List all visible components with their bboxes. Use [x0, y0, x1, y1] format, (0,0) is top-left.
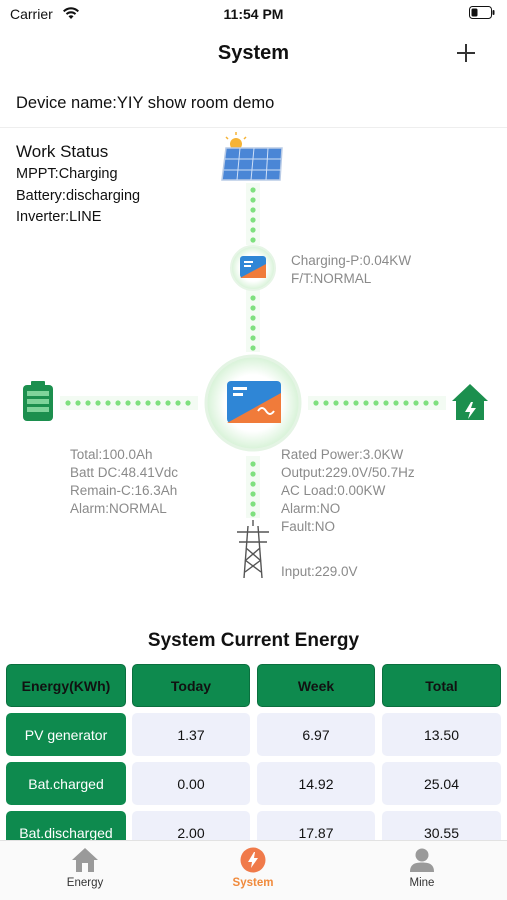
tab-system-label: System: [232, 877, 274, 889]
work-status-title: Work Status: [16, 142, 109, 161]
charging-power: Charging-P:0.04KW: [291, 253, 412, 268]
bolt-icon: [240, 847, 266, 873]
grid-input: Input:229.0V: [281, 564, 358, 579]
tab-energy-label: Energy: [66, 877, 104, 889]
inverter-alarm: Alarm:NO: [281, 501, 341, 516]
row-week: 6.97: [257, 713, 375, 756]
energy-section-title: System Current Energy: [147, 630, 360, 651]
charger-ft: F/T:NORMAL: [291, 271, 372, 286]
battery-total: Total:100.0Ah: [70, 447, 153, 462]
flow-line-load: [308, 396, 446, 410]
battery-alarm: Alarm:NORMAL: [70, 501, 167, 516]
battery-remain: Remain-C:16.3Ah: [70, 483, 178, 498]
flow-line-pv: [246, 183, 260, 245]
device-row: Device name:YIY show room demo: [0, 80, 507, 128]
row-total: 25.04: [382, 762, 501, 805]
row-today: 0.00: [132, 762, 250, 805]
page-title: System: [217, 42, 290, 64]
row-total: 13.50: [382, 713, 501, 756]
tab-bar: Energy System Mine: [0, 840, 507, 900]
inverter-fault: Fault:NO: [281, 519, 336, 534]
energy-flow-diagram: [23, 132, 488, 579]
inverter-output: Output:229.0V/50.7Hz: [281, 465, 415, 480]
inverter-status: Inverter:LINE: [16, 209, 102, 225]
solar-panel-icon: [221, 132, 283, 181]
inverter-icon: [204, 354, 302, 452]
header-week: Week: [257, 664, 375, 707]
home-icon: [72, 848, 98, 872]
header-today: Today: [132, 664, 250, 707]
clock: 11:54 PM: [223, 6, 284, 22]
row-today: 1.37: [132, 713, 250, 756]
work-status-panel: Work Status MPPT:Charging Battery:discha…: [16, 142, 140, 229]
grid-tower-icon: [237, 520, 269, 579]
table-row: PV generator 1.37 6.97 13.50: [6, 713, 501, 762]
flow-line-charger: [246, 290, 260, 352]
header-energy: Energy(KWh): [6, 664, 126, 707]
person-icon: [410, 848, 434, 872]
battery-status-icon: [469, 6, 495, 19]
battery-info: Total:100.0Ah Batt DC:48.41Vdc Remain-C:…: [70, 446, 178, 518]
energy-table: Energy(KWh) Today Week Total PV generato…: [6, 664, 501, 860]
flow-line-grid: [246, 456, 260, 518]
inverter-info: Rated Power:3.0KW Output:229.0V/50.7Hz A…: [281, 446, 415, 536]
carrier-label: Carrier: [10, 6, 53, 22]
flow-line-battery: [60, 396, 198, 410]
tab-energy[interactable]: Energy: [40, 847, 130, 889]
battery-status: Battery:discharging: [16, 187, 141, 204]
status-bar: Carrier 11:54 PM: [0, 0, 507, 28]
grid-info: Input:229.0V: [281, 563, 358, 581]
mppt-status: MPPT:Charging: [16, 166, 118, 182]
row-label: PV generator: [6, 713, 126, 756]
wifi-icon: [63, 7, 79, 19]
table-header-row: Energy(KWh) Today Week Total: [6, 664, 501, 713]
battery-icon: [23, 381, 53, 421]
row-week: 14.92: [257, 762, 375, 805]
table-row: Bat.charged 0.00 14.92 25.04: [6, 762, 501, 811]
nav-bar: System: [0, 30, 507, 78]
row-label: Bat.charged: [6, 762, 126, 805]
ac-load: AC Load:0.00KW: [281, 483, 386, 498]
device-name: Device name:YIY show room demo: [16, 94, 275, 112]
tab-system[interactable]: System: [208, 847, 298, 889]
tab-mine[interactable]: Mine: [377, 847, 467, 889]
rated-power: Rated Power:3.0KW: [281, 447, 404, 462]
home-load-icon: [452, 384, 488, 420]
plus-icon[interactable]: [453, 40, 479, 66]
header-total: Total: [382, 664, 501, 707]
charger-icon: [230, 245, 276, 291]
battery-dc: Batt DC:48.41Vdc: [70, 465, 179, 480]
charger-info: Charging-P:0.04KW F/T:NORMAL: [291, 252, 411, 288]
tab-mine-label: Mine: [409, 877, 435, 889]
